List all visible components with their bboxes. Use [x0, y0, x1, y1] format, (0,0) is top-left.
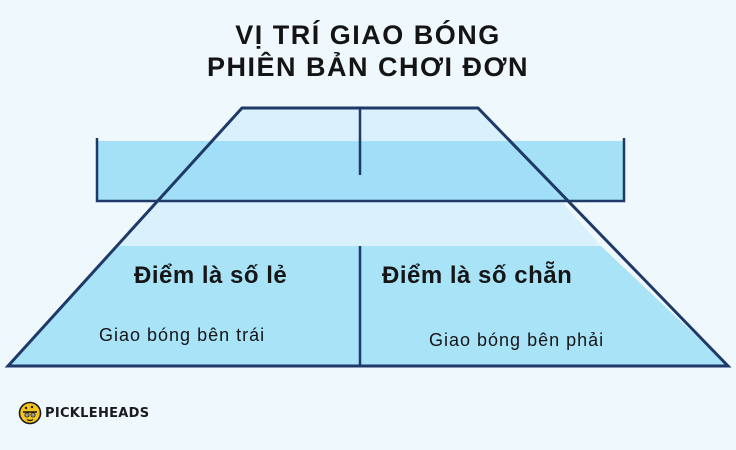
pickleheads-logo: PICKLEHEADS	[18, 401, 149, 425]
pickleball-head-icon	[18, 401, 42, 425]
brand-name: PICKLEHEADS	[45, 405, 150, 421]
left-court-heading: Điểm là số lẻ	[134, 262, 288, 289]
court-outline	[4, 106, 732, 368]
right-court-heading: Điểm là số chẵn	[382, 262, 573, 289]
title-line-2: PHIÊN BẢN CHƠI ĐƠN	[206, 52, 530, 82]
title-line-1: VỊ TRÍ GIAO BÓNG	[235, 20, 501, 50]
left-court-subtext: Giao bóng bên trái	[99, 325, 266, 345]
right-court-subtext: Giao bóng bên phải	[429, 330, 605, 350]
net-frame	[95, 138, 626, 203]
court-near-half	[8, 246, 728, 366]
